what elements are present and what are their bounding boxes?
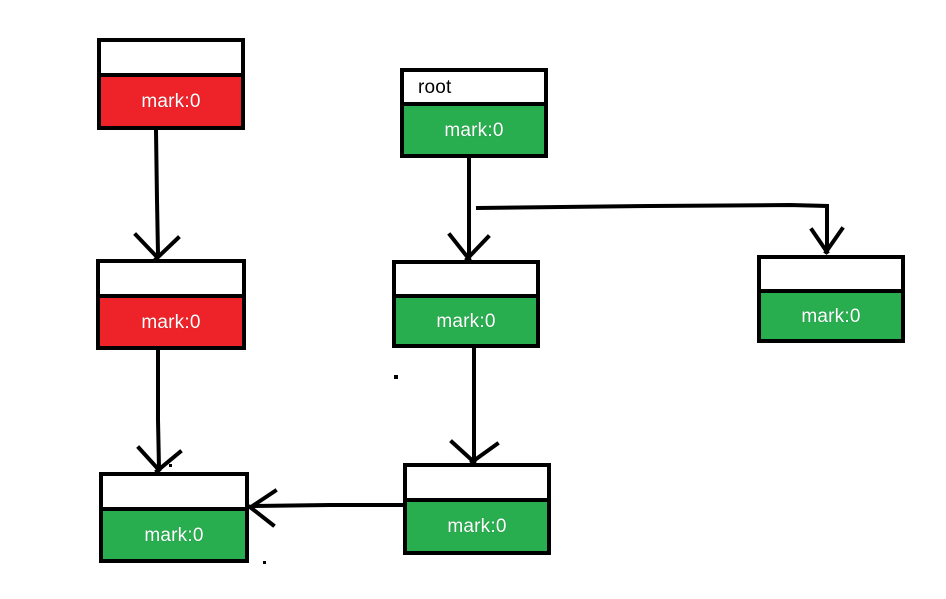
edge-mid-left-to-bottom-left — [136, 349, 183, 474]
node-mid-left[interactable]: mark:0 — [96, 259, 246, 350]
edge-root-to-mid-center — [447, 157, 491, 262]
edge-top-left-to-mid-left — [133, 128, 181, 263]
node-bottom-left-label: mark:0 — [103, 507, 245, 559]
node-mid-right-header — [761, 259, 901, 289]
node-bottom-left[interactable]: mark:0 — [99, 472, 249, 563]
node-bottom-left-header — [103, 476, 245, 507]
node-mid-left-label: mark:0 — [100, 294, 242, 346]
ink-speck-a — [394, 375, 398, 379]
ink-speck-b — [169, 464, 172, 467]
node-mid-center[interactable]: mark:0 — [392, 260, 540, 348]
node-bottom-center-header — [407, 467, 547, 498]
node-mid-left-header — [100, 263, 242, 294]
node-root-label: mark:0 — [404, 102, 544, 154]
node-mid-center-header — [396, 264, 536, 294]
node-top-left-label: mark:0 — [101, 73, 241, 126]
node-root[interactable]: root mark:0 — [400, 68, 548, 158]
node-top-left-header — [101, 42, 241, 73]
node-top-left[interactable]: mark:0 — [97, 38, 245, 130]
node-bottom-center[interactable]: mark:0 — [403, 463, 551, 555]
node-root-header: root — [404, 72, 544, 102]
node-mid-right[interactable]: mark:0 — [757, 255, 905, 343]
edge-mid-center-to-bottom-center — [449, 347, 500, 465]
node-mid-right-label: mark:0 — [761, 289, 901, 339]
ink-speck-c — [263, 561, 266, 564]
node-bottom-center-label: mark:0 — [407, 498, 547, 551]
node-mid-center-label: mark:0 — [396, 294, 536, 344]
edge-bottom-center-to-bottom-left — [247, 488, 404, 528]
edge-root-to-mid-right — [475, 202, 845, 255]
